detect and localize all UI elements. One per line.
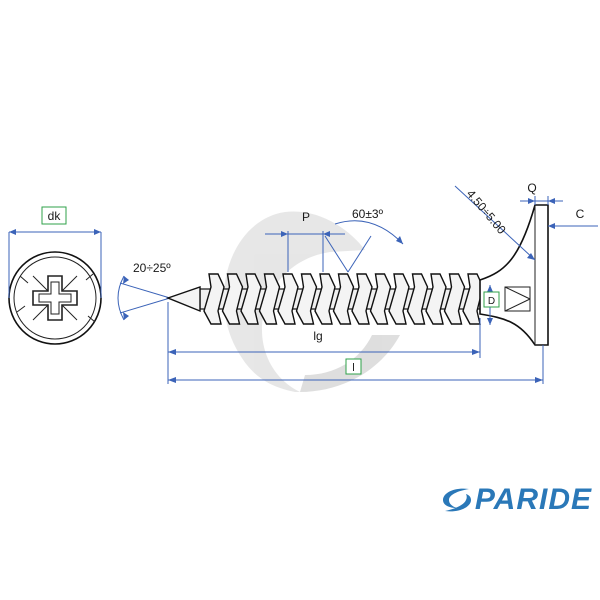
thread-crest	[240, 273, 262, 325]
thread-crest	[314, 273, 336, 325]
Q-dimension	[520, 196, 563, 205]
dk-label: dk	[48, 209, 62, 223]
C-label: C	[576, 207, 585, 221]
dk-dimension	[8, 206, 102, 298]
thread-angle-label: 60±3º	[352, 207, 384, 221]
tip-angle-label: 20÷25º	[133, 261, 171, 275]
head-top-view	[8, 251, 102, 345]
screw-side-view	[166, 204, 549, 346]
thread-crest	[295, 273, 318, 325]
thread-crest	[203, 273, 225, 325]
brand-logo-text: PARIDE	[474, 483, 592, 516]
thread-crest	[443, 273, 466, 325]
pitch-dimension	[265, 231, 345, 272]
tip-angle-dimension	[117, 275, 171, 321]
l-dimension	[168, 345, 544, 384]
thread-crest	[277, 273, 299, 325]
thread-crest	[369, 273, 392, 325]
thread-crest	[351, 273, 373, 325]
thread-crest	[332, 273, 355, 325]
D-dimension	[483, 285, 500, 325]
thread-crest	[221, 273, 244, 325]
pitch-label: P	[302, 210, 310, 224]
lg-dimension	[167, 302, 481, 384]
D-label: D	[488, 296, 495, 307]
thread-angle-dimension	[324, 220, 404, 273]
l-label: l	[352, 362, 354, 374]
head-angle-label: 4.50÷5.00	[464, 187, 509, 237]
Q-label: Q	[527, 181, 536, 195]
C-dimension	[548, 223, 598, 229]
thread-crest	[258, 273, 281, 325]
thread-crest	[425, 273, 447, 325]
thread-crest	[388, 273, 410, 325]
swoosh-icon	[442, 488, 471, 512]
lg-label: lg	[313, 329, 322, 343]
thread-crest	[406, 273, 429, 325]
paride-logo: PARIDE	[439, 483, 592, 516]
head-angle-dimension	[454, 185, 536, 261]
